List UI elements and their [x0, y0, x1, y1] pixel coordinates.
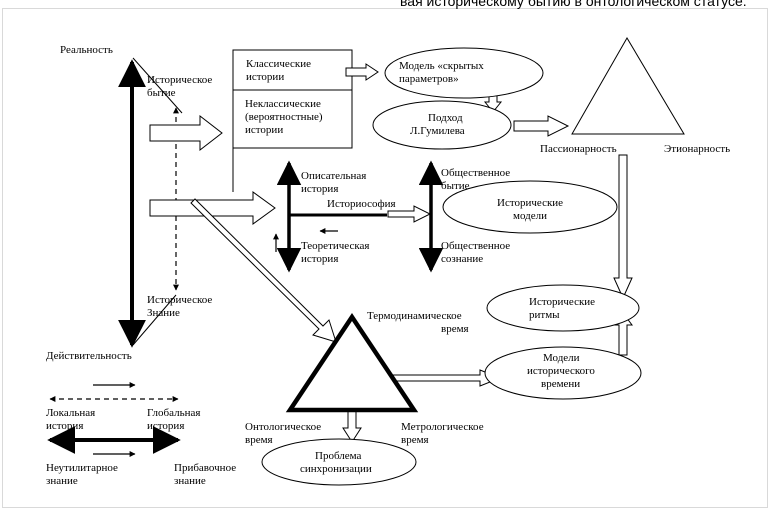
label-hist-models-1: Исторические — [497, 197, 563, 209]
label-hidden-params-1: Модель «скрытых — [399, 60, 484, 72]
hollow-arrow-gumilev-to-triangle — [513, 115, 570, 137]
hollow-arrow-thermo-to-time-models — [386, 369, 502, 387]
passionarity-triangle — [571, 37, 685, 135]
label-additive-2: знание — [174, 475, 206, 487]
label-gumilev-2: Л.Гумилева — [410, 125, 465, 137]
hollow-arrow-upper — [149, 114, 223, 152]
label-social-consc-1: Общественное — [441, 240, 510, 252]
label-neutilitarian-1: Неутилитарное — [46, 462, 118, 474]
label-descriptive-1: Описательная — [301, 170, 366, 182]
label-nonclassical-2: (вероятностные) — [245, 111, 323, 123]
hist-rhythms-ellipse — [486, 284, 640, 332]
label-sync-1: Проблема — [315, 450, 362, 462]
label-global-1: Глобальная — [147, 407, 200, 419]
label-additive-1: Прибавочное — [174, 462, 236, 474]
label-reality: Реальность — [60, 44, 113, 56]
label-local-2: история — [46, 420, 83, 432]
label-hidden-params-2: параметров» — [399, 73, 459, 85]
label-historical-being-1: Историческое — [147, 74, 212, 86]
label-nonclassical-1: Неклассические — [245, 98, 321, 110]
label-social-consc-2: сознание — [441, 253, 483, 265]
label-time-models-3: времени — [541, 378, 580, 390]
label-historical-being-2: бытие — [147, 87, 176, 99]
hollow-arrow-to-classical-model — [345, 63, 379, 81]
label-hist-rhythms-2: ритмы — [529, 309, 560, 321]
label-hist-knowledge-1: Историческое — [147, 294, 212, 306]
label-metrological-2: время — [401, 434, 429, 446]
diagonal-line-top — [132, 57, 183, 114]
label-nonclassical-3: истории — [245, 124, 283, 136]
label-ethnonarity: Этионарность — [664, 143, 730, 155]
label-metrological-1: Метрологическое — [401, 421, 484, 433]
label-hist-knowledge-2: Знание — [147, 307, 180, 319]
label-ontological-2: время — [245, 434, 273, 446]
label-local-1: Локальная — [46, 407, 95, 419]
label-time-models-1: Модели — [543, 352, 580, 364]
hollow-arrow-lower — [149, 191, 276, 225]
label-time-models-2: исторического — [527, 365, 595, 377]
label-gumilev-1: Подход — [428, 112, 463, 124]
diagram-frame — [2, 8, 768, 508]
label-theoretical-2: история — [301, 253, 338, 265]
hist-models-ellipse — [442, 180, 618, 234]
hidden-params-ellipse — [384, 47, 544, 99]
label-historiosophy: Историософия — [327, 198, 396, 210]
label-global-2: история — [147, 420, 184, 432]
label-classical-2: истории — [246, 71, 284, 83]
label-social-being-1: Общественное — [441, 167, 510, 179]
label-thermo-1: Термодинамическое — [367, 310, 462, 322]
label-passionarity: Пассионарность — [540, 143, 617, 155]
gumilev-ellipse — [372, 100, 512, 150]
label-sync-2: синхронизации — [300, 463, 372, 475]
histories-box — [232, 49, 353, 149]
diagonal-line-bottom — [132, 294, 177, 346]
label-theoretical-1: Теоретическая — [301, 240, 369, 252]
label-hist-rhythms-1: Исторические — [529, 296, 595, 308]
label-social-being-2: бытие — [441, 180, 470, 192]
thermodynamic-triangle — [285, 312, 419, 413]
hollow-arrow-diagonal-to-thermo — [190, 198, 337, 343]
label-hist-models-2: модели — [513, 210, 547, 222]
top-caption: вая историческому бытию в онтологическом… — [400, 0, 747, 9]
label-descriptive-2: история — [301, 183, 338, 195]
label-neutilitarian-2: знание — [46, 475, 78, 487]
label-ontological-1: Онтологическое — [245, 421, 321, 433]
label-actuality: Действительность — [46, 350, 132, 362]
time-models-ellipse — [484, 346, 642, 400]
sync-ellipse — [261, 438, 417, 486]
label-classical-1: Классические — [246, 58, 311, 70]
label-thermo-2: время — [441, 323, 469, 335]
hollow-arrow-passionarity-down — [613, 154, 633, 300]
